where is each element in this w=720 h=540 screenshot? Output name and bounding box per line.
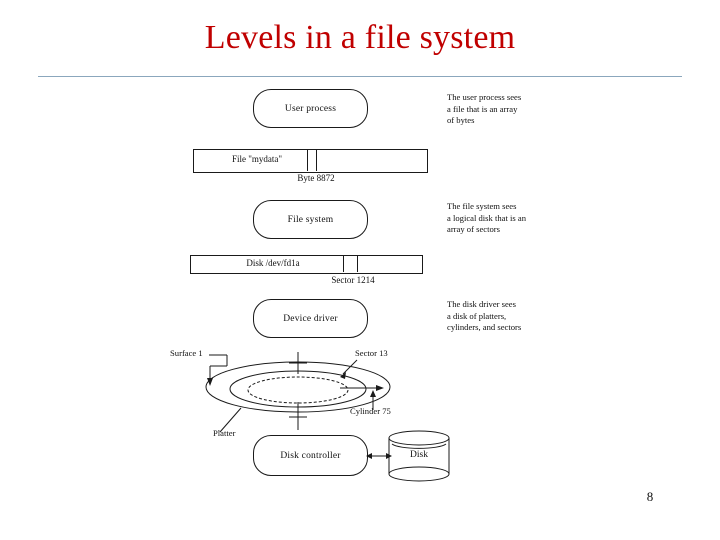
file-array-bar (193, 149, 428, 173)
note-file-system-line-2: a logical disk that is an (447, 212, 526, 223)
note-device-driver-line-3: cylinders, and sectors (447, 322, 522, 332)
disk-label: Disk (410, 450, 428, 460)
box-file-system[interactable]: File system (253, 200, 368, 239)
disk-array-bar (190, 255, 423, 274)
note-file-system-line-1: The file system sees (447, 201, 517, 211)
platter-surface-label: Surface 1 (170, 348, 203, 358)
note-device-driver-line-1: The disk driver sees (447, 299, 516, 309)
note-user-process: The user process sees a file that is an … (447, 92, 597, 127)
platter-cylinder-label: Cylinder 75 (350, 406, 391, 416)
file-bar-divider-right (316, 150, 317, 171)
note-device-driver: The disk driver sees a disk of platters,… (447, 299, 602, 334)
note-file-system-line-3: array of sectors (447, 224, 500, 234)
box-file-system-label: File system (287, 214, 334, 225)
note-user-process-line-3: of bytes (447, 115, 475, 125)
box-disk-controller-label: Disk controller (280, 450, 341, 461)
box-disk-controller[interactable]: Disk controller (253, 435, 368, 476)
note-user-process-line-1: The user process sees (447, 92, 522, 102)
file-bar-marker-label: Byte 8872 (297, 173, 335, 183)
file-bar-divider-left (307, 150, 308, 171)
box-device-driver-label: Device driver (283, 313, 338, 324)
platter-figure: Surface 1 Sector 13 Cylinder 75 Platter (165, 344, 425, 440)
box-device-driver[interactable]: Device driver (253, 299, 368, 338)
note-file-system: The file system sees a logical disk that… (447, 201, 602, 236)
page-title: Levels in a file system (204, 19, 516, 56)
disk-bar-divider-right (357, 256, 358, 272)
note-user-process-line-2: a file that is an array (447, 103, 518, 114)
note-device-driver-line-2: a disk of platters, (447, 310, 507, 321)
file-bar-label: File "mydata" (231, 154, 283, 164)
box-user-process-label: User process (284, 103, 337, 114)
disk-bar-marker-label: Sector 1214 (331, 275, 375, 285)
disk-bar-label: Disk /dev/fd1a (246, 258, 300, 268)
title-divider (38, 76, 682, 77)
disk-cylinder-shape: Disk (388, 430, 450, 482)
platter-sector-label: Sector 13 (355, 348, 388, 358)
page-number: 8 (646, 489, 654, 504)
box-user-process[interactable]: User process (253, 89, 368, 128)
platter-platter-label: Platter (213, 428, 236, 438)
disk-bar-divider-left (343, 256, 344, 272)
